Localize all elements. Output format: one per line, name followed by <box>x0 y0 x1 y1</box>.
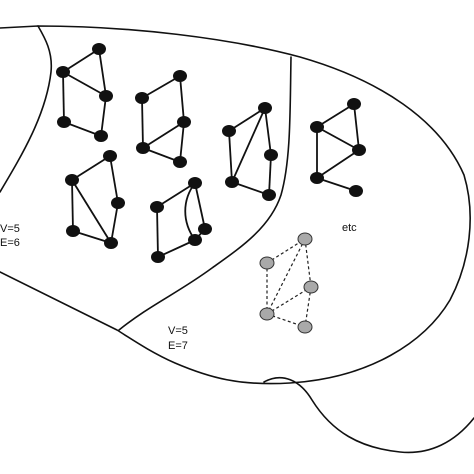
node <box>151 251 165 263</box>
node <box>188 234 202 246</box>
dashed-graph <box>259 232 319 334</box>
node <box>66 225 80 237</box>
node <box>310 172 324 184</box>
edge <box>110 202 119 244</box>
edge <box>179 121 185 163</box>
dashed-edge <box>304 238 312 288</box>
gray-node <box>297 232 313 246</box>
bottom-region-vertex-count: V=5 <box>168 325 188 337</box>
node <box>136 142 150 154</box>
edge <box>194 182 206 230</box>
edge <box>316 126 360 151</box>
edge <box>231 107 266 183</box>
gray-node <box>303 280 319 294</box>
node <box>103 150 117 162</box>
edge <box>62 71 65 123</box>
edge <box>141 75 181 99</box>
edge <box>268 154 272 196</box>
node <box>225 176 239 188</box>
edge <box>353 103 360 151</box>
node <box>173 156 187 168</box>
edge <box>228 107 266 132</box>
top-left-divider <box>0 25 53 193</box>
node <box>352 144 366 156</box>
node <box>188 177 202 189</box>
node <box>258 102 272 114</box>
dashed-edge <box>266 238 306 264</box>
edge <box>100 95 107 137</box>
bottom-right-lobe <box>263 376 474 454</box>
edge <box>156 206 159 258</box>
edge <box>109 155 119 204</box>
node <box>111 197 125 209</box>
edge <box>141 97 144 149</box>
left-region-edge-count: E=6 <box>0 237 20 249</box>
left-region-vertex-count: V=5 <box>0 223 20 235</box>
dashed-edge <box>266 286 312 315</box>
edge <box>98 48 107 97</box>
edge <box>184 182 196 241</box>
node <box>56 66 70 78</box>
node <box>104 237 118 249</box>
node <box>57 116 71 128</box>
bottom-region-edge-count: E=7 <box>168 340 188 352</box>
edge <box>156 182 196 208</box>
node <box>310 121 324 133</box>
edge <box>316 149 360 179</box>
region-boundaries <box>0 25 474 454</box>
edge <box>71 179 112 244</box>
node <box>198 223 212 235</box>
node <box>150 201 164 213</box>
node <box>173 70 187 82</box>
node <box>135 92 149 104</box>
node <box>94 130 108 142</box>
outer-boundary <box>0 25 471 385</box>
edge <box>71 155 111 181</box>
node <box>99 90 113 102</box>
middle-right-divider <box>118 56 292 331</box>
node <box>262 189 276 201</box>
node <box>264 149 278 161</box>
gray-node <box>259 256 275 270</box>
edge <box>62 48 100 73</box>
gray-node <box>297 320 313 334</box>
edge <box>179 75 185 123</box>
edge <box>316 103 355 128</box>
node <box>347 98 361 110</box>
dashed-edge <box>304 286 312 328</box>
node <box>177 116 191 128</box>
edge <box>62 71 107 97</box>
node <box>222 125 236 137</box>
node <box>349 185 363 197</box>
node <box>92 43 106 55</box>
edge <box>142 121 185 149</box>
node <box>65 174 79 186</box>
edge <box>264 107 272 156</box>
edge <box>228 130 233 183</box>
text-labels: V=5 E=6 V=5 E=7 etc <box>0 222 357 352</box>
edge <box>71 179 74 232</box>
graph-nodes <box>56 43 366 263</box>
etc-label: etc <box>342 222 357 234</box>
gray-node <box>259 307 275 321</box>
